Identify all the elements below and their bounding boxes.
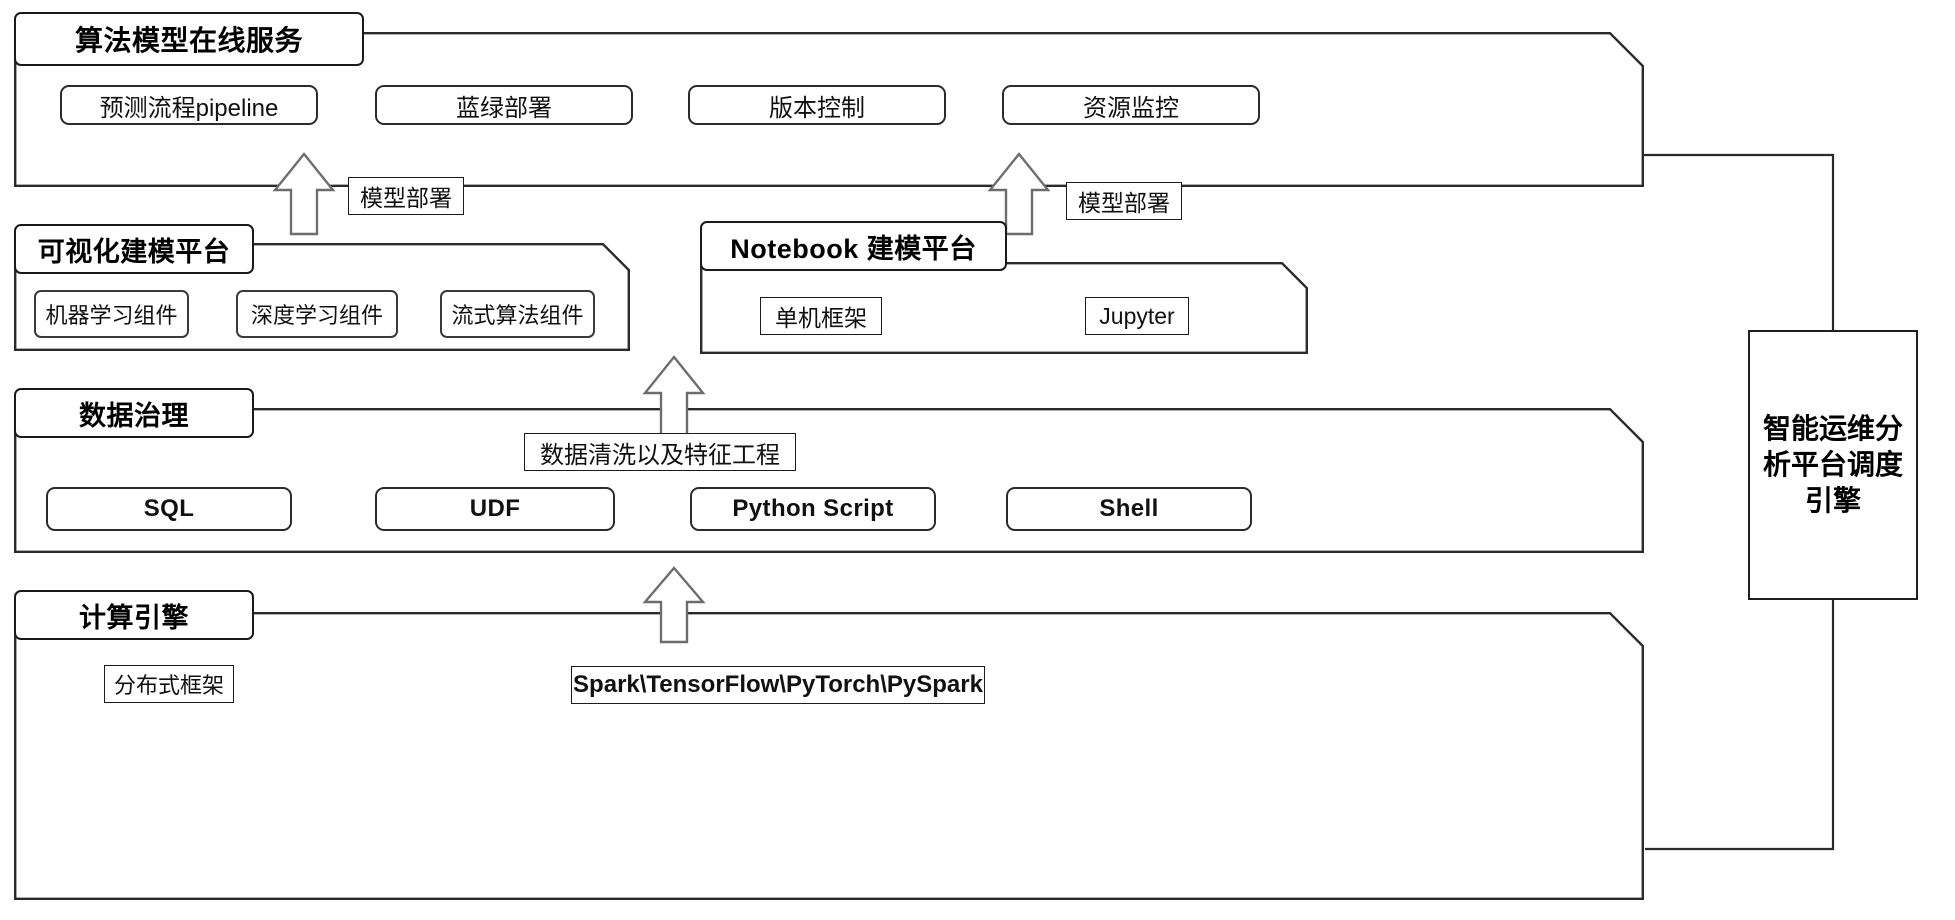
side-panel-label: 智能运维分析平台调度引擎	[1762, 413, 1903, 516]
item-label: 蓝绿部署	[456, 94, 552, 122]
arrow-up-etl	[642, 355, 706, 439]
section-title-text: Notebook 建模平台	[730, 233, 977, 264]
item-label: 预测流程pipeline	[99, 94, 279, 122]
arrow-label-text: 模型部署	[360, 185, 452, 211]
item-label: 分布式框架	[113, 673, 224, 698]
panel-data-governance	[14, 408, 1644, 553]
section-title-text: 计算引擎	[79, 602, 189, 633]
item-jupyter[interactable]: Jupyter	[1085, 297, 1189, 335]
item-streaming-component[interactable]: 流式算法组件	[440, 290, 595, 338]
item-label: 机器学习组件	[45, 303, 178, 328]
connector-online-service-to-scheduler	[1644, 153, 1835, 331]
item-label: 深度学习组件	[250, 303, 383, 328]
section-title-notebook-modeling: Notebook 建模平台	[700, 221, 1007, 271]
panel-compute-engine	[14, 612, 1644, 900]
arrow-label-text: 模型部署	[1078, 190, 1170, 216]
section-title-text: 可视化建模平台	[37, 236, 231, 267]
arrow-up-model-deploy-left	[272, 152, 336, 236]
item-label: SQL	[143, 495, 195, 522]
panel-outline-data-governance	[14, 408, 1644, 553]
item-standalone-framework[interactable]: 单机框架	[760, 297, 882, 335]
item-label: Shell	[1099, 495, 1159, 522]
item-ml-component[interactable]: 机器学习组件	[34, 290, 189, 338]
item-label: 版本控制	[769, 94, 865, 122]
item-blue-green-deploy[interactable]: 蓝绿部署	[375, 85, 633, 125]
item-python-script[interactable]: Python Script	[690, 487, 936, 531]
arrow-up-compute-to-governance	[642, 566, 706, 644]
section-title-text: 算法模型在线服务	[74, 25, 303, 56]
section-title-data-governance: 数据治理	[14, 388, 254, 438]
section-title-text: 数据治理	[79, 400, 189, 431]
section-title-visual-modeling: 可视化建模平台	[14, 224, 254, 274]
item-distributed-framework[interactable]: 分布式框架	[104, 665, 234, 703]
item-label: UDF	[469, 495, 521, 522]
item-label: 资源监控	[1083, 94, 1179, 122]
item-label: 流式算法组件	[451, 303, 584, 328]
item-frameworks-list[interactable]: Spark\TensorFlow\PyTorch\PySpark	[571, 666, 985, 704]
arrow-label-model-deploy-right: 模型部署	[1066, 182, 1182, 220]
arrow-label-model-deploy-left: 模型部署	[348, 177, 464, 215]
item-sql[interactable]: SQL	[46, 487, 292, 531]
item-prediction-pipeline[interactable]: 预测流程pipeline	[60, 85, 318, 125]
item-label: Python Script	[732, 495, 894, 522]
side-panel-scheduler[interactable]: 智能运维分析平台调度引擎	[1748, 330, 1918, 600]
panel-outline-compute-engine	[14, 612, 1644, 900]
item-dl-component[interactable]: 深度学习组件	[236, 290, 398, 338]
arrow-label-etl: 数据清洗以及特征工程	[524, 433, 796, 471]
item-label: Spark\TensorFlow\PyTorch\PySpark	[573, 671, 983, 698]
item-resource-monitor[interactable]: 资源监控	[1002, 85, 1260, 125]
arrow-label-text: 数据清洗以及特征工程	[540, 441, 780, 469]
section-title-online-service: 算法模型在线服务	[14, 12, 364, 66]
section-title-compute-engine: 计算引擎	[14, 590, 254, 640]
connector-scheduler-to-compute-engine	[1645, 599, 1835, 851]
item-label: Jupyter	[1099, 302, 1175, 329]
item-shell[interactable]: Shell	[1006, 487, 1252, 531]
item-version-control[interactable]: 版本控制	[688, 85, 946, 125]
arrow-up-model-deploy-right	[987, 152, 1051, 236]
item-udf[interactable]: UDF	[375, 487, 615, 531]
item-label: 单机框架	[775, 305, 867, 331]
